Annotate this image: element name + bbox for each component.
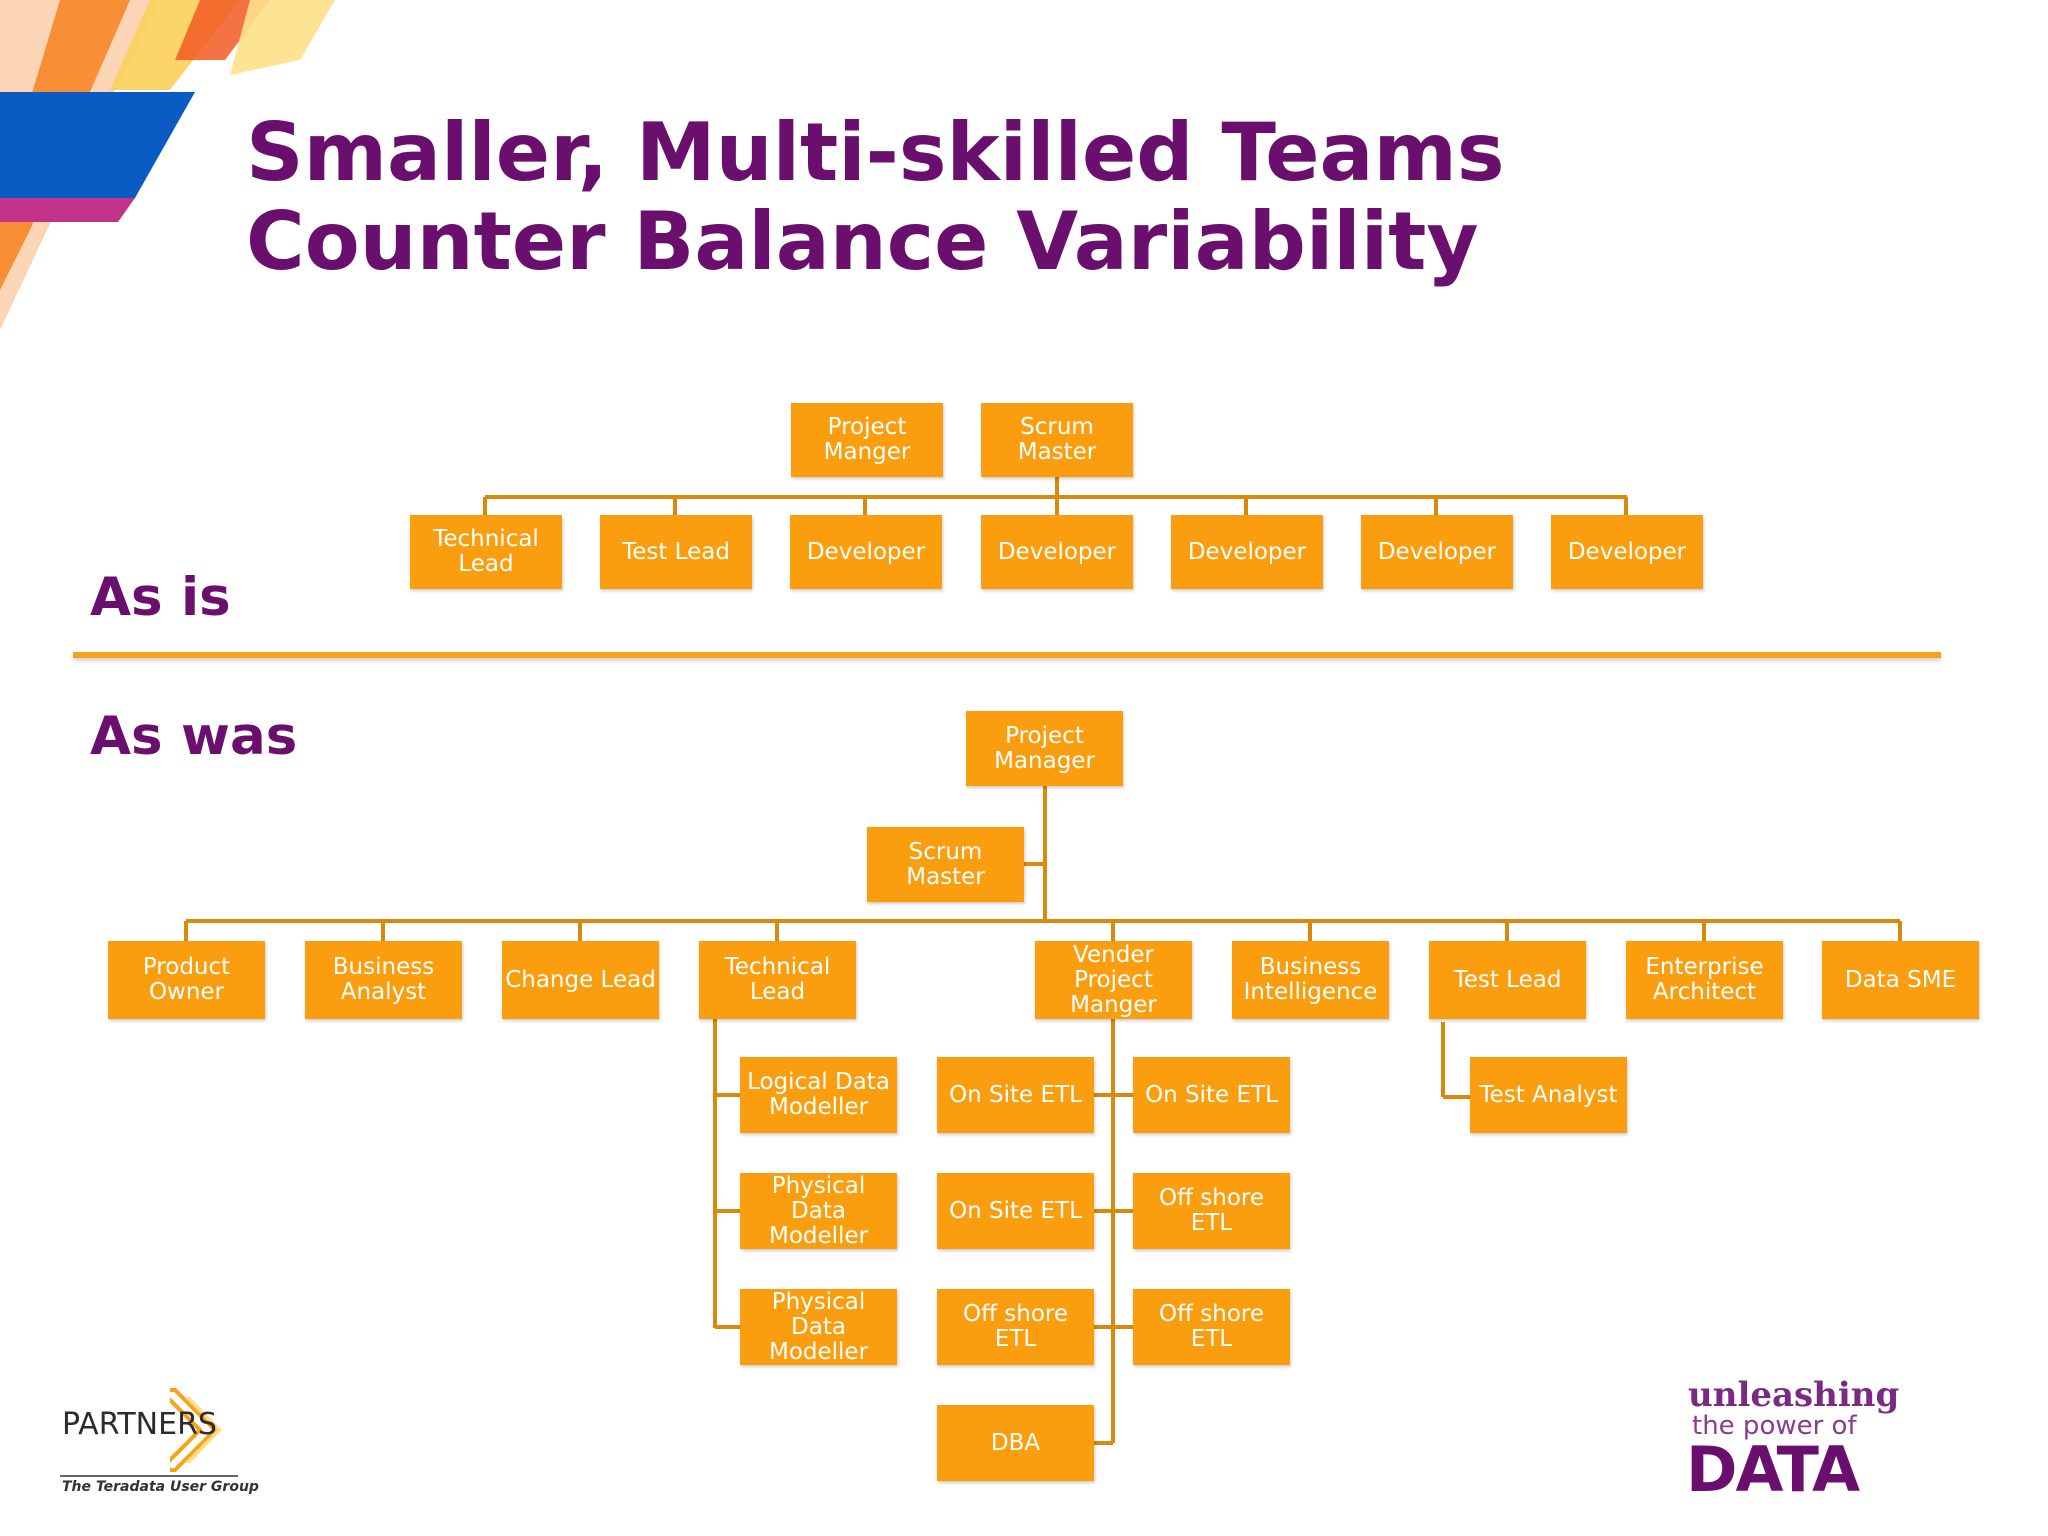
as-was-logical-data-modeller: Logical Data Modeller: [740, 1057, 897, 1133]
chevron-logo-icon: [170, 1388, 222, 1472]
partners-tagline: The Teradata User Group: [62, 1479, 259, 1495]
event-logo-line-3: DATA: [1686, 1433, 1860, 1506]
title-line-2: Counter Balance Variability: [246, 195, 1479, 288]
as-is-developer: Developer: [790, 515, 942, 589]
as-is-developer: Developer: [1171, 515, 1323, 589]
as-was-business-analyst: Business Analyst: [305, 941, 462, 1019]
as-was-change-lead: Change Lead: [502, 941, 659, 1019]
as-was-scrum-master: Scrum Master: [867, 827, 1024, 902]
event-logo: unleashing the power of DATA: [1680, 1375, 1900, 1506]
as-was-on-site-etl: On Site ETL: [1133, 1057, 1290, 1133]
as-was-test-lead: Test Lead: [1429, 941, 1586, 1019]
as-is-project-manager: Project Manger: [791, 403, 943, 477]
as-was-vendor-project-manager: Vender Project Manger: [1035, 941, 1192, 1019]
as-was-off-shore-etl: Off shore ETL: [1133, 1289, 1290, 1365]
section-divider: [73, 652, 1941, 658]
as-was-off-shore-etl: Off shore ETL: [1133, 1173, 1290, 1249]
as-was-on-site-etl: On Site ETL: [937, 1173, 1094, 1249]
as-is-developer: Developer: [1361, 515, 1513, 589]
as-was-physical-data-modeller: Physical Data Modeller: [740, 1173, 897, 1249]
as-was-product-owner: Product Owner: [108, 941, 265, 1019]
as-was-off-shore-etl: Off shore ETL: [937, 1289, 1094, 1365]
as-is-test-lead: Test Lead: [600, 515, 752, 589]
title-line-1: Smaller, Multi-skilled Teams: [246, 106, 1505, 199]
as-is-technical-lead: Technical Lead: [410, 515, 562, 589]
partners-rule: [60, 1475, 238, 1477]
as-was-on-site-etl: On Site ETL: [937, 1057, 1094, 1133]
as-was-label: As was: [90, 706, 298, 767]
as-was-dba: DBA: [937, 1405, 1094, 1481]
as-was-test-analyst: Test Analyst: [1470, 1057, 1627, 1133]
as-was-project-manager: Project Manager: [966, 711, 1123, 786]
as-is-developer: Developer: [1551, 515, 1703, 589]
event-logo-line-2: the power of: [1692, 1411, 1857, 1441]
as-is-developer: Developer: [981, 515, 1133, 589]
event-logo-line-1: unleashing: [1688, 1375, 1900, 1415]
as-is-label: As is: [90, 567, 231, 628]
as-was-technical-lead: Technical Lead: [699, 941, 856, 1019]
decorative-stripes: [0, 0, 335, 330]
as-was-data-sme: Data SME: [1822, 941, 1979, 1019]
as-is-scrum-master: Scrum Master: [981, 403, 1133, 477]
as-was-business-intelligence: Business Intelligence: [1232, 941, 1389, 1019]
as-was-enterprise-architect: Enterprise Architect: [1626, 941, 1783, 1019]
slide-title: Smaller, Multi-skilled Teams Counter Bal…: [246, 108, 1504, 286]
as-was-physical-data-modeller: Physical Data Modeller: [740, 1289, 897, 1365]
partners-logo: PARTNERS The Teradata User Group: [60, 1385, 260, 1505]
partners-wordmark: PARTNERS: [62, 1407, 217, 1442]
